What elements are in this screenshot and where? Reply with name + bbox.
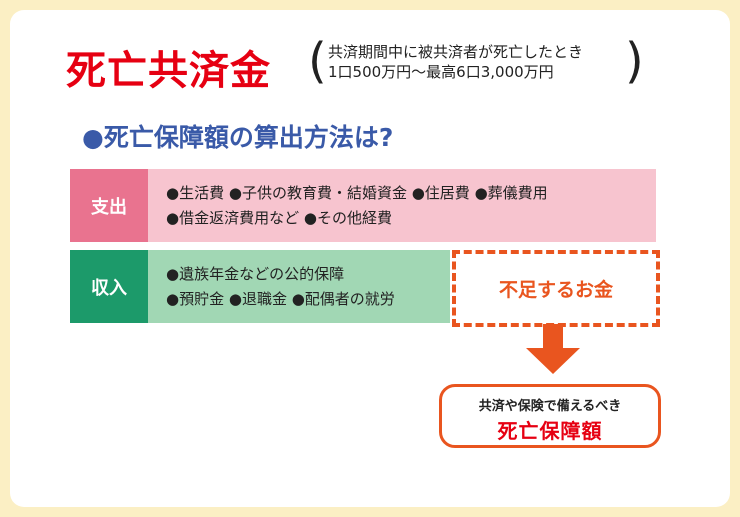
shortage-box: 不足するお金 xyxy=(452,250,660,327)
expenses-items: ●生活費 ●子供の教育費・結婚資金 ●住居費 ●葬儀費用 ●借金返済費用など ●… xyxy=(148,169,656,242)
title-note-line1: 共済期間中に被共済者が死亡したとき xyxy=(328,43,584,61)
income-row: 収入 ●遺族年金などの公的保障 ●預貯金 ●退職金 ●配偶者の就労 xyxy=(70,250,450,323)
title-note-line2: 1口500万円〜最高6口3,000万円 xyxy=(328,63,554,81)
income-line2: ●預貯金 ●退職金 ●配偶者の就労 xyxy=(166,290,395,308)
close-paren: ) xyxy=(625,33,644,89)
open-paren: ( xyxy=(308,33,327,89)
section-heading: ●死亡保障額の算出方法は? xyxy=(82,123,394,152)
income-line1: ●遺族年金などの公的保障 xyxy=(166,265,345,283)
income-items: ●遺族年金などの公的保障 ●預貯金 ●退職金 ●配偶者の就労 xyxy=(148,250,450,323)
down-arrow-icon xyxy=(526,324,580,374)
expenses-row: 支出 ●生活費 ●子供の教育費・結婚資金 ●住居費 ●葬儀費用 ●借金返済費用な… xyxy=(70,169,656,242)
expenses-line2: ●借金返済費用など ●その他経費 xyxy=(166,209,392,227)
page-title: 死亡共済金 xyxy=(66,48,271,94)
result-box: 共済や保険で備えるべき 死亡保障額 xyxy=(439,384,661,448)
expenses-label: 支出 xyxy=(70,169,148,242)
income-label: 収入 xyxy=(70,250,148,323)
expenses-line1: ●生活費 ●子供の教育費・結婚資金 ●住居費 ●葬儀費用 xyxy=(166,184,548,202)
title-note: 共済期間中に被共済者が死亡したとき 1口500万円〜最高6口3,000万円 xyxy=(328,42,583,82)
result-amount-label: 死亡保障額 xyxy=(497,419,603,443)
result-caption: 共済や保険で備えるべき xyxy=(478,399,622,414)
